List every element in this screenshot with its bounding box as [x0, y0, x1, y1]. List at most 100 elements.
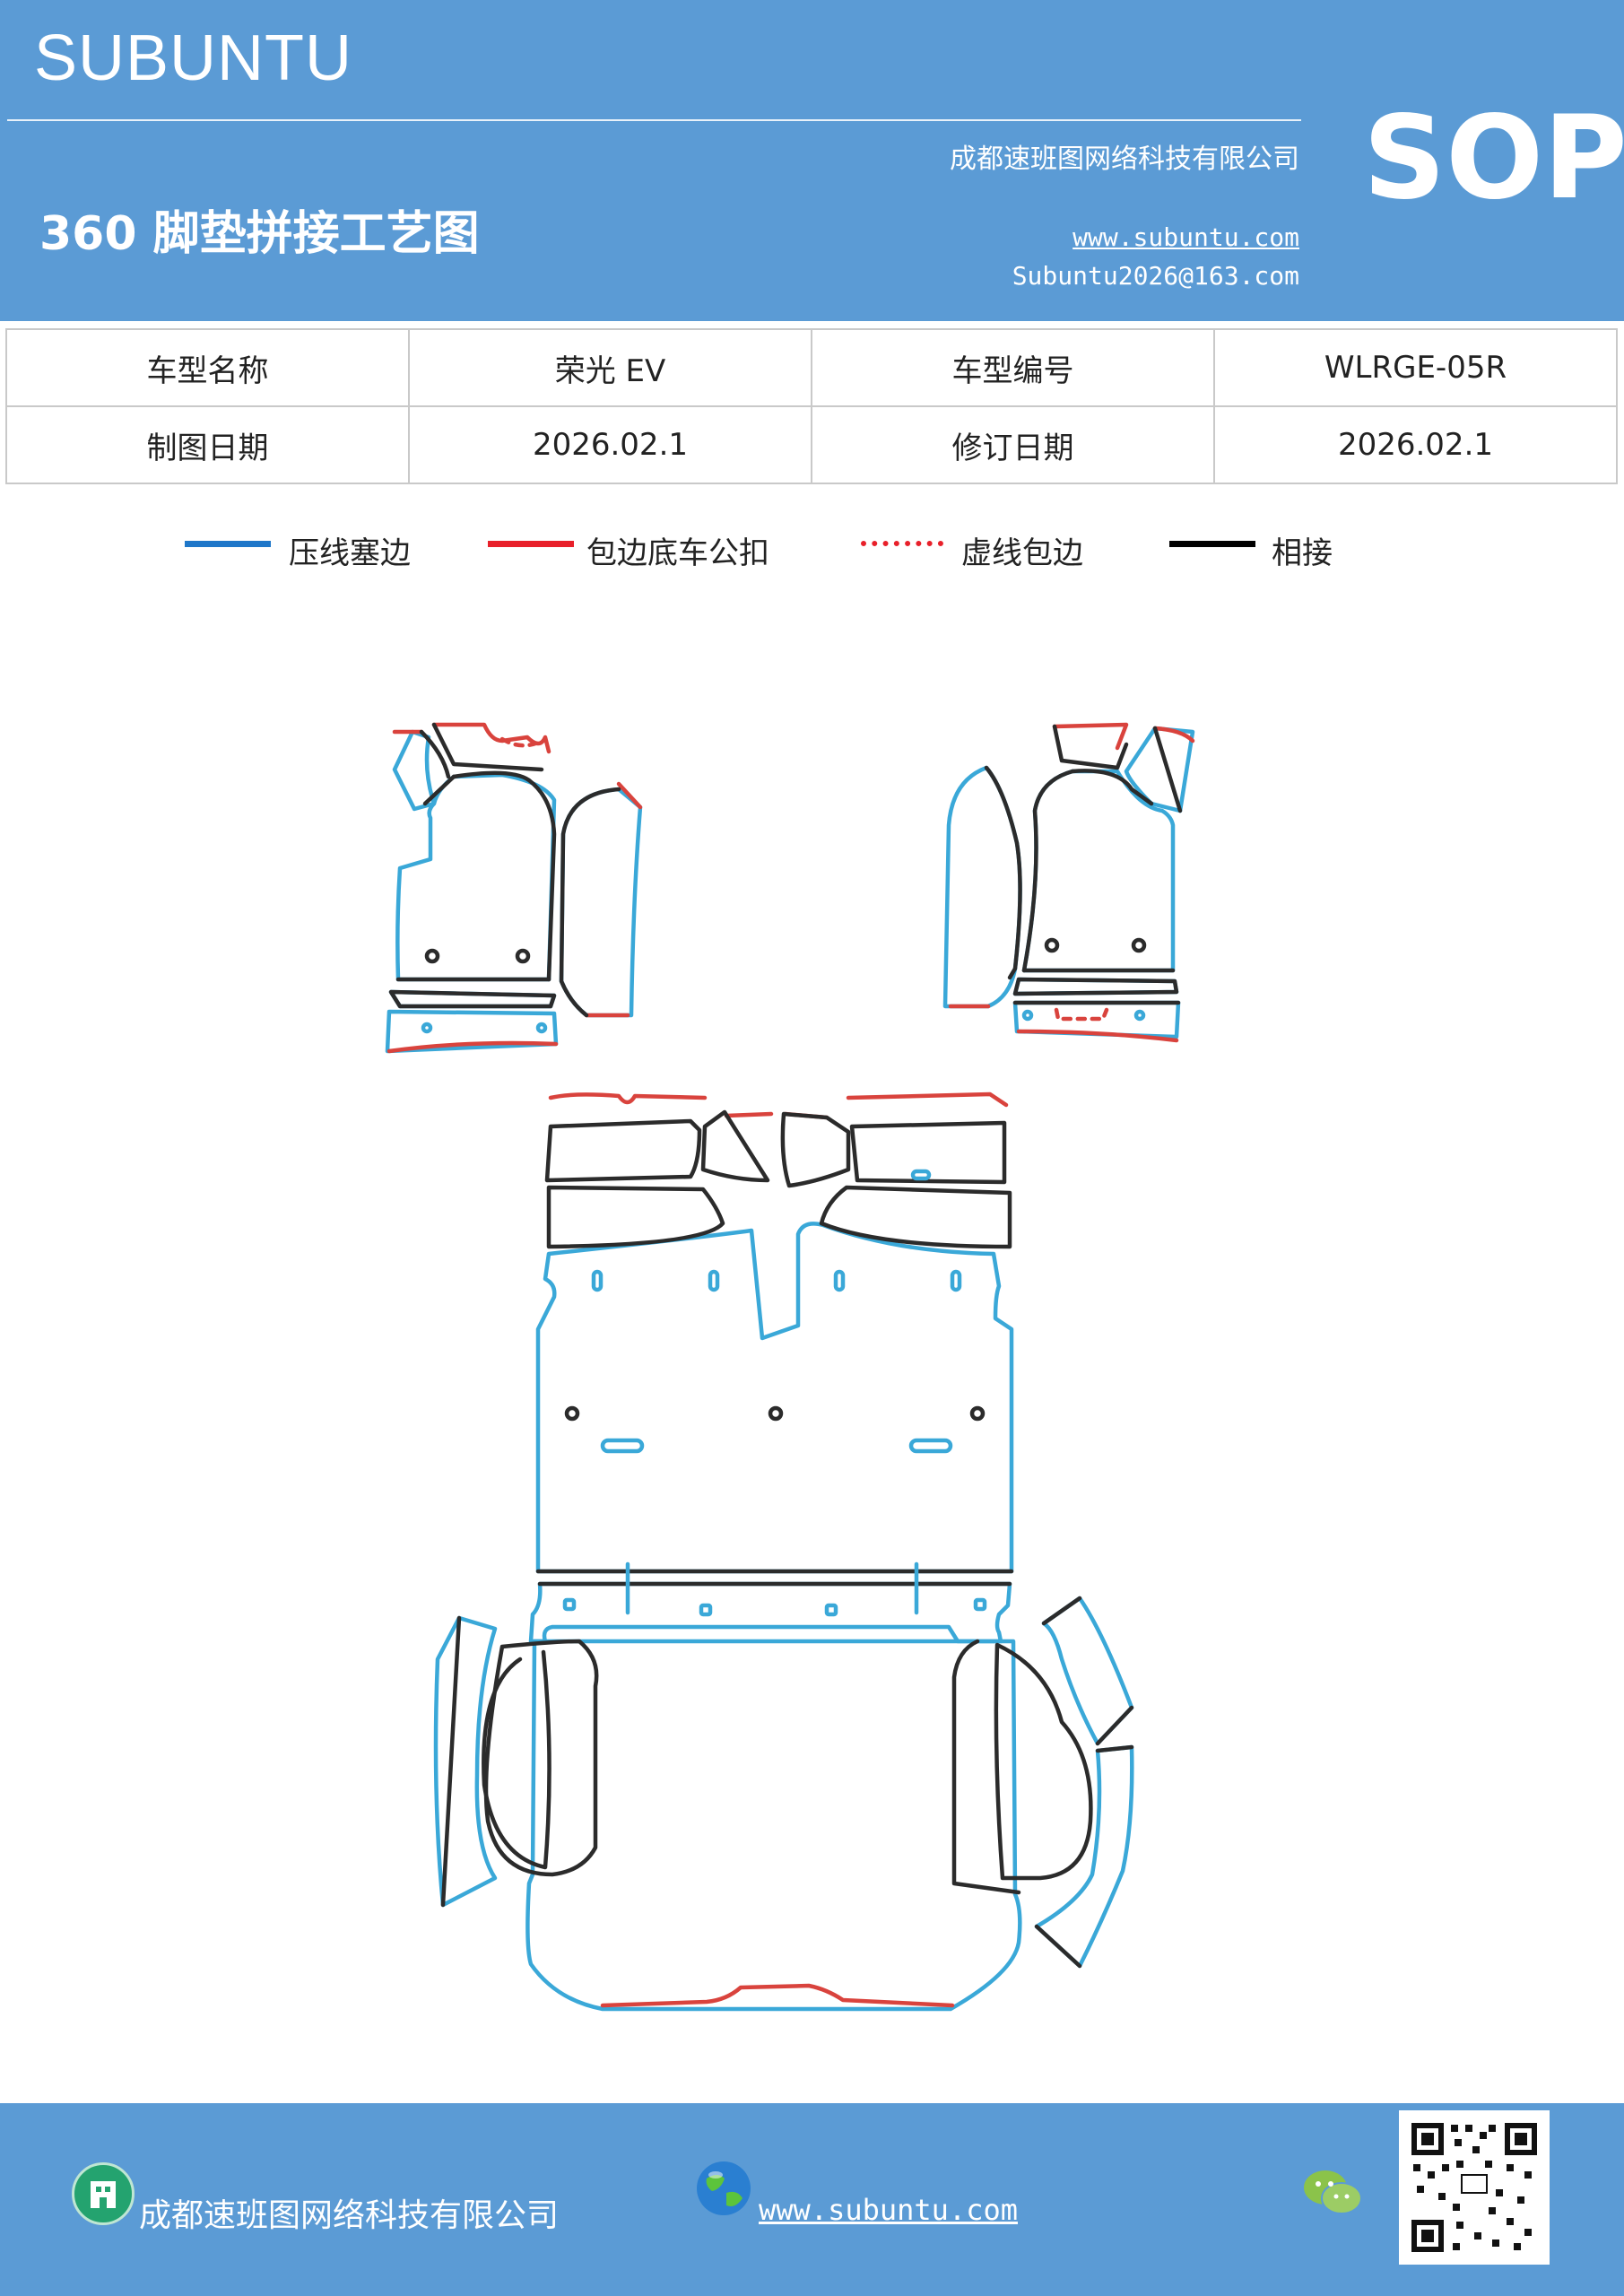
joint-line — [1152, 726, 1183, 813]
legend-swatch — [185, 541, 271, 547]
joint-line — [482, 1649, 551, 1870]
hole-marker-icon — [564, 1405, 580, 1422]
header-banner: SUBUNTU 成都速班图网络科技有限公司 360 脚垫拼接工艺图 www.su… — [0, 0, 1624, 321]
legend-label: 相接 — [1272, 535, 1333, 571]
binding-edge — [600, 1983, 955, 2008]
hole-marker-icon — [421, 1022, 433, 1034]
mat-piece-rear-right-lower — [1034, 1744, 1134, 1969]
value-draw-date: 2026.02.1 — [408, 405, 812, 484]
hole-marker-icon — [535, 1022, 548, 1034]
hole-marker-icon — [1021, 1009, 1034, 1022]
binding-edge — [386, 1040, 559, 1054]
binding-edge — [1016, 1029, 1179, 1043]
slot-marker-icon — [950, 1269, 962, 1292]
header-divider — [7, 119, 1301, 121]
joint-line — [819, 1185, 1012, 1249]
mat-piece-rear-tunnel — [528, 1581, 1012, 1644]
sop-badge: SOP — [1363, 91, 1624, 225]
joint-line — [451, 770, 557, 982]
footer-website-link[interactable]: www.subuntu.com — [759, 2193, 1018, 2227]
binding-edge — [1052, 722, 1129, 751]
legend-swatch — [1169, 541, 1255, 547]
hole-marker-icon — [1131, 937, 1147, 953]
joint-line — [388, 989, 557, 1009]
joint-line — [1052, 724, 1129, 770]
building-icon — [72, 2162, 135, 2225]
label-draw-date: 制图日期 — [5, 405, 410, 484]
slot-marker-icon — [562, 1597, 577, 1612]
joint-line — [951, 1639, 1021, 1895]
joint-line — [1041, 1596, 1134, 1746]
binding-edge — [846, 1091, 1009, 1108]
wechat-icon — [1302, 2166, 1363, 2220]
joint-line — [1070, 769, 1154, 806]
joint-line — [483, 1639, 599, 1877]
joint-line — [559, 787, 621, 1018]
joint-line — [700, 1109, 770, 1183]
footer-banner: 成都速班图网络科技有限公司 www.subuntu.com — [0, 2103, 1624, 2296]
slot-marker-icon — [600, 1438, 645, 1454]
mat-piece-trunk — [525, 1639, 1022, 2012]
vehicle-info-table: 车型名称 荣光 EV 车型编号 WLRGE-05R 制图日期 2026.02.1… — [5, 328, 1618, 484]
joint-line — [994, 1642, 1093, 1881]
qr-code-icon[interactable] — [1399, 2110, 1550, 2265]
legend-label: 虚线包边 — [961, 535, 1083, 571]
joint-line — [422, 774, 456, 806]
dotted-binding-edge — [499, 736, 541, 748]
email-text: Subuntu2026@163.com — [1012, 261, 1299, 291]
mat-piece-driver-side — [559, 787, 643, 1018]
joint-line — [419, 729, 451, 779]
binding-edge — [724, 1111, 774, 1118]
value-revise-date: 2026.02.1 — [1213, 405, 1618, 484]
binding-edge — [616, 781, 643, 810]
joint-line — [984, 765, 1022, 980]
hole-marker-icon — [424, 948, 440, 964]
brand-logo-text: SUBUNTU — [34, 22, 353, 94]
binding-edge — [548, 1092, 708, 1105]
joint-line — [440, 1615, 462, 1908]
legend-swatch — [861, 541, 943, 546]
legend-label: 包边底车公扣 — [586, 535, 769, 571]
hole-marker-icon — [515, 948, 531, 964]
slot-marker-icon — [833, 1269, 846, 1292]
slot-marker-icon — [824, 1603, 838, 1617]
joint-line — [1034, 1744, 1134, 1969]
joint-line — [1012, 977, 1179, 996]
slot-marker-icon — [973, 1597, 987, 1612]
footer-company-name: 成都速班图网络科技有限公司 — [139, 2197, 560, 2234]
binding-edge — [431, 722, 551, 754]
mat-piece-rear-floor — [535, 1222, 1014, 1574]
website-link[interactable]: www.subuntu.com — [1073, 222, 1299, 252]
mat-piece-front-left-corner — [392, 729, 437, 812]
label-revise-date: 修订日期 — [811, 405, 1215, 484]
dotted-binding-edge — [1054, 1007, 1109, 1022]
company-name: 成都速班图网络科技有限公司 — [950, 144, 1299, 175]
label-model-name: 车型名称 — [5, 328, 410, 407]
hole-marker-icon — [1044, 937, 1060, 953]
mat-piece-rear-right-upper — [1041, 1596, 1134, 1746]
legend-swatch — [488, 541, 574, 547]
value-model-code: WLRGE-05R — [1213, 328, 1618, 407]
joint-line — [535, 1569, 1014, 1587]
joint-line — [544, 1118, 702, 1183]
legend-label: 压线塞边 — [289, 535, 411, 571]
legend: 压线塞边 包边底车公扣 虚线包边 相接 — [0, 525, 1624, 571]
slot-marker-icon — [699, 1603, 713, 1617]
label-model-code: 车型编号 — [811, 328, 1215, 407]
slot-marker-icon — [910, 1169, 932, 1181]
globe-icon — [694, 2159, 753, 2218]
slot-marker-icon — [908, 1438, 953, 1454]
page-title: 360 脚垫拼接工艺图 — [39, 207, 480, 261]
binding-edge — [1152, 726, 1195, 744]
joint-line — [431, 722, 544, 772]
joint-line — [1021, 769, 1075, 973]
table-row: 车型名称 荣光 EV 车型编号 WLRGE-05R — [5, 328, 1618, 407]
joint-tab — [625, 1561, 919, 1615]
mat-piece-rear-left-side — [433, 1615, 498, 1908]
value-model-name: 荣光 EV — [408, 328, 812, 407]
joint-line — [546, 1185, 725, 1249]
hole-marker-icon — [768, 1405, 784, 1422]
hole-marker-icon — [1133, 1009, 1146, 1022]
joint-line — [780, 1111, 851, 1188]
